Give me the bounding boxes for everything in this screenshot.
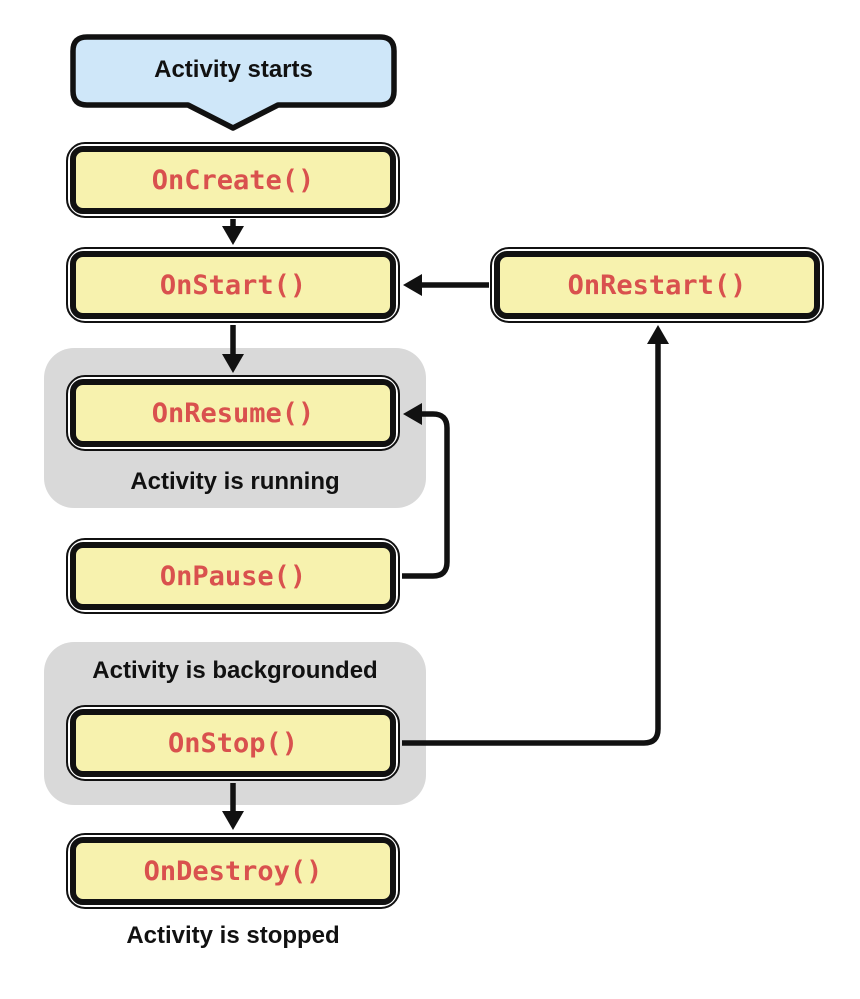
node-oncreate-label: OnCreate() bbox=[70, 146, 396, 214]
node-onstart-label: OnStart() bbox=[70, 251, 396, 319]
node-onpause: OnPause() bbox=[66, 538, 400, 614]
arrow-onstop-to-onrestart bbox=[402, 325, 669, 746]
node-onstart: OnStart() bbox=[66, 247, 400, 323]
node-onstop-label: OnStop() bbox=[70, 709, 396, 777]
node-onresume: OnResume() bbox=[66, 375, 400, 451]
node-ondestroy: OnDestroy() bbox=[66, 833, 400, 909]
start-callout-label: Activity starts bbox=[154, 56, 313, 83]
node-onstop: OnStop() bbox=[66, 705, 400, 781]
node-onresume-label: OnResume() bbox=[70, 379, 396, 447]
node-onrestart: OnRestart() bbox=[490, 247, 824, 323]
group-activity-running-label: Activity is running bbox=[130, 468, 340, 495]
node-ondestroy-label: OnDestroy() bbox=[70, 837, 396, 905]
caption-activity-stopped: Activity is stopped bbox=[126, 922, 340, 949]
node-onrestart-label: OnRestart() bbox=[494, 251, 820, 319]
group-activity-backgrounded-label: Activity is backgrounded bbox=[92, 657, 378, 684]
arrow-onrestart-to-onstart bbox=[403, 274, 489, 296]
arrow-oncreate-to-onstart bbox=[222, 219, 244, 245]
node-oncreate: OnCreate() bbox=[66, 142, 400, 218]
node-onpause-label: OnPause() bbox=[70, 542, 396, 610]
